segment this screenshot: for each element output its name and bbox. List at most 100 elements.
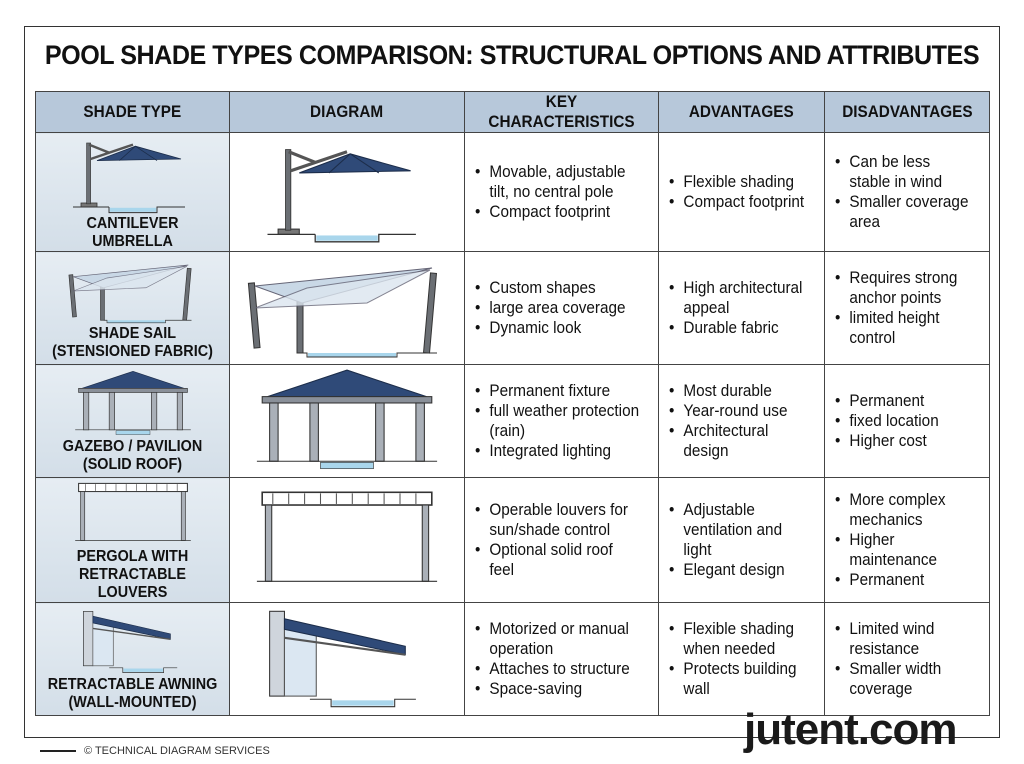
footer: © TECHNICAL DIAGRAM SERVICES <box>40 744 270 758</box>
table-row: PERGOLA WITH RETRACTABLE LOUVERS Operabl… <box>35 477 990 603</box>
table-row: RETRACTABLE AWNING (WALL-MOUNTED) Motori… <box>35 602 990 716</box>
disadvantage-list: Limited wind resistanceSmaller width cov… <box>825 619 989 699</box>
characteristic-item: Space-saving <box>475 679 640 699</box>
disadvantage-item: fixed location <box>835 411 974 431</box>
shade-type-cell: GAZEBO / PAVILION (SOLID ROOF) <box>35 364 230 478</box>
shade-type-subname: RETRACTABLE LOUVERS <box>79 566 186 601</box>
disadvantages-cell: Requires strong anchor pointslimited hei… <box>824 251 990 365</box>
disadvantages-cell: More complex mechanicsHigher maintenance… <box>824 477 990 603</box>
advantage-item: High architectural appeal <box>669 278 809 318</box>
shade-type-subname: (WALL-MOUNTED) <box>68 694 197 711</box>
disadvantage-item: Limited wind resistance <box>835 619 974 659</box>
awning-diagram <box>247 606 447 712</box>
diagram-cell <box>229 364 465 478</box>
characteristics-cell: Custom shapeslarge area coverageDynamic … <box>464 251 659 365</box>
characteristic-item: Dynamic look <box>475 318 640 338</box>
characteristics-cell: Motorized or manual operationAttaches to… <box>464 602 659 716</box>
advantage-list: Adjustable ventilation and lightElegant … <box>659 500 824 580</box>
advantages-cell: High architectural appealDurable fabric <box>658 251 825 365</box>
header-diagram: DIAGRAM <box>229 91 465 133</box>
characteristic-item: Operable louvers for sun/shade control <box>475 500 640 540</box>
advantage-item: Protects building wall <box>669 659 809 699</box>
disadvantages-cell: Can be less stable in windSmaller covera… <box>824 132 990 252</box>
shade-type-cell: PERGOLA WITH RETRACTABLE LOUVERS <box>35 477 230 603</box>
comparison-table: SHADE TYPE DIAGRAM KEY CHARACTERISTICS A… <box>35 91 990 716</box>
characteristics-cell: Movable, adjustable tilt, no central pol… <box>464 132 659 252</box>
characteristic-list: Operable louvers for sun/shade controlOp… <box>465 500 658 580</box>
advantage-item: Durable fabric <box>669 318 809 338</box>
disadvantage-item: More complex mechanics <box>835 490 974 530</box>
shade-type-name: SHADE SAIL <box>88 325 177 342</box>
characteristic-list: Motorized or manual operationAttaches to… <box>465 619 658 699</box>
shade-type-name: CANTILEVER UMBRELLA <box>86 215 179 250</box>
sail-diagram <box>247 255 447 361</box>
disadvantage-item: Can be less stable in wind <box>835 152 974 192</box>
characteristic-item: Movable, adjustable tilt, no central pol… <box>475 162 640 202</box>
advantages-cell: Most durableYear-round useArchitectural … <box>658 364 825 478</box>
characteristic-item: Optional solid roof feel <box>475 540 640 580</box>
disadvantages-cell: Permanentfixed locationHigher cost <box>824 364 990 478</box>
disadvantage-item: Requires strong anchor points <box>835 268 974 308</box>
advantage-list: Flexible shading when neededProtects bui… <box>659 619 824 699</box>
characteristic-item: large area coverage <box>475 298 640 318</box>
characteristic-item: Integrated lighting <box>475 441 640 461</box>
characteristic-item: Compact footprint <box>475 202 640 222</box>
advantage-item: Compact footprint <box>669 192 809 212</box>
characteristic-list: Permanent fixturefull weather protection… <box>465 381 658 461</box>
characteristic-item: Permanent fixture <box>475 381 640 401</box>
shade-type-cell: RETRACTABLE AWNING (WALL-MOUNTED) <box>35 602 230 716</box>
disadvantage-item: Permanent <box>835 391 974 411</box>
diagram-cell <box>229 251 465 365</box>
disadvantage-list: Requires strong anchor pointslimited hei… <box>825 268 989 348</box>
header-advantages: ADVANTAGES <box>658 91 825 133</box>
shade-type-name: RETRACTABLE AWNING <box>47 676 218 693</box>
gazebo-diagram <box>247 368 447 474</box>
disadvantages-cell: Limited wind resistanceSmaller width cov… <box>824 602 990 716</box>
page-frame <box>24 26 1000 738</box>
disadvantage-item: Smaller width coverage <box>835 659 974 699</box>
awning-icon <box>68 608 198 676</box>
table-row: GAZEBO / PAVILION (SOLID ROOF) Permanent… <box>35 364 990 478</box>
disadvantage-list: More complex mechanicsHigher maintenance… <box>825 490 989 590</box>
page-title: POOL SHADE TYPES COMPARISON: STRUCTURAL … <box>44 40 980 70</box>
characteristic-item: full weather protection (rain) <box>475 401 640 441</box>
header-row: SHADE TYPE DIAGRAM KEY CHARACTERISTICS A… <box>35 91 990 133</box>
gazebo-icon <box>68 370 198 438</box>
advantages-cell: Flexible shading when neededProtects bui… <box>658 602 825 716</box>
watermark: jutent.com <box>744 705 957 754</box>
advantage-item: Most durable <box>669 381 809 401</box>
advantage-item: Flexible shading <box>669 172 809 192</box>
advantage-item: Elegant design <box>669 560 809 580</box>
advantage-item: Year-round use <box>669 401 809 421</box>
characteristic-list: Movable, adjustable tilt, no central pol… <box>465 162 658 222</box>
disadvantage-item: Higher cost <box>835 431 974 451</box>
disadvantage-item: Permanent <box>835 570 974 590</box>
table-row: CANTILEVER UMBRELLA Movable, adjustable … <box>35 132 990 252</box>
disadvantage-item: Higher maintenance <box>835 530 974 570</box>
shade-type-name: GAZEBO / PAVILION <box>62 438 203 455</box>
characteristics-cell: Operable louvers for sun/shade controlOp… <box>464 477 659 603</box>
advantage-item: Flexible shading when needed <box>669 619 809 659</box>
advantages-cell: Flexible shadingCompact footprint <box>658 132 825 252</box>
pergola-diagram <box>247 487 447 593</box>
table-row: SHADE SAIL (STENSIONED FABRIC) Custom sh… <box>35 251 990 365</box>
characteristic-list: Custom shapeslarge area coverageDynamic … <box>465 278 658 338</box>
disadvantage-list: Can be less stable in windSmaller covera… <box>825 152 989 232</box>
header-disadvantages: DISADVANTAGES <box>824 91 990 133</box>
advantage-item: Architectural design <box>669 421 809 461</box>
diagram-cell <box>229 477 465 603</box>
diagram-cell <box>229 602 465 716</box>
header-shade-type: SHADE TYPE <box>35 91 230 133</box>
characteristics-cell: Permanent fixturefull weather protection… <box>464 364 659 478</box>
pergola-icon <box>68 480 198 548</box>
diagram-cell <box>229 132 465 252</box>
shade-type-name: PERGOLA WITH <box>76 548 189 565</box>
advantages-cell: Adjustable ventilation and lightElegant … <box>658 477 825 603</box>
advantage-list: Most durableYear-round useArchitectural … <box>659 381 824 461</box>
disadvantage-item: limited height control <box>835 308 974 348</box>
disadvantage-list: Permanentfixed locationHigher cost <box>825 391 989 451</box>
advantage-item: Adjustable ventilation and light <box>669 500 809 560</box>
footer-credit: © TECHNICAL DIAGRAM SERVICES <box>84 745 270 757</box>
shade-sail-icon <box>68 257 198 325</box>
characteristic-item: Attaches to structure <box>475 659 640 679</box>
